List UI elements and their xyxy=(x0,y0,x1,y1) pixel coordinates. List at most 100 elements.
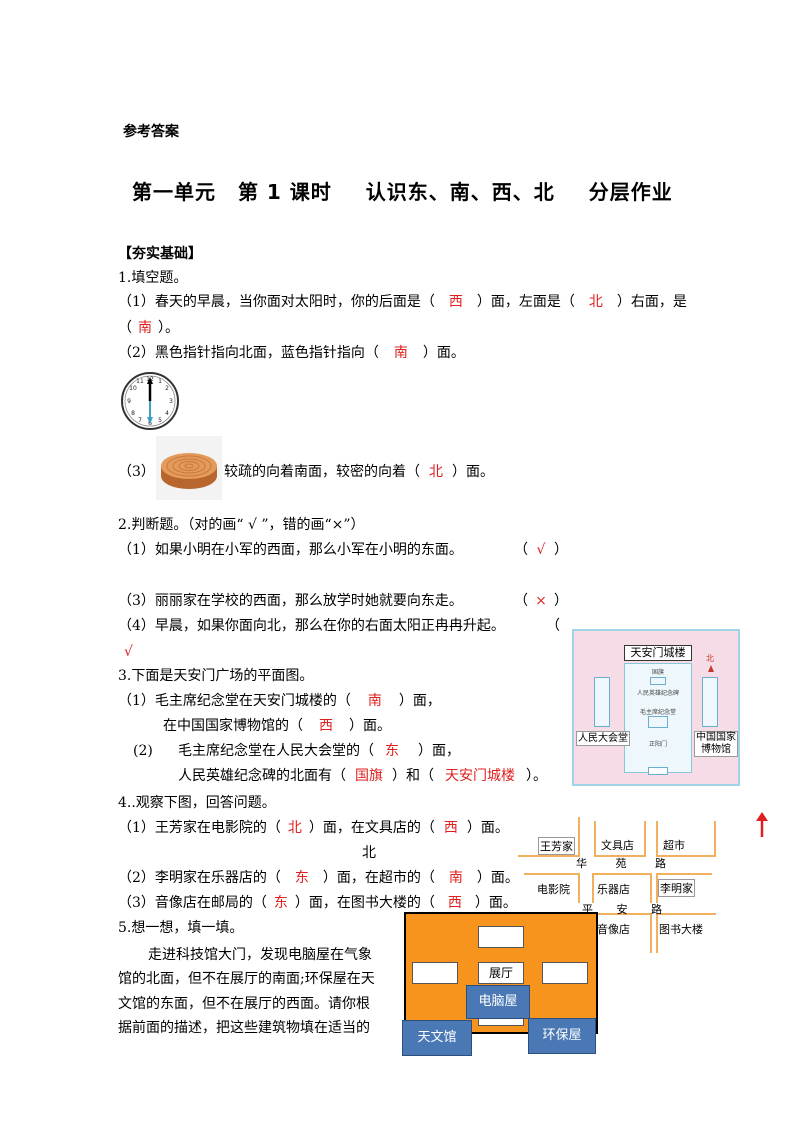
paren-left: （ xyxy=(514,593,528,609)
place-wangfang: 王芳家 xyxy=(538,837,575,855)
q3-p1-answer: 南 xyxy=(367,693,382,709)
q3-p2c-answer-2: 天安门城楼 xyxy=(445,768,515,784)
q3-p2c-text-c: ）。 xyxy=(526,768,547,784)
block-outline xyxy=(518,817,580,857)
q1-p1-answer-3: 南 xyxy=(138,320,152,336)
q3-p2c-answer-1: 国旗 xyxy=(355,768,383,784)
q4-p3: （3）音像店在邮局的（东）面，在图书大楼的（西）面。 xyxy=(118,893,517,913)
svg-text:3: 3 xyxy=(169,398,173,405)
section-basic: 【夯实基础】 xyxy=(118,246,202,262)
lesson-label: 第 1 课时 xyxy=(237,180,332,204)
block-outline xyxy=(592,873,652,903)
q3-p1-cont: 在中国国家博物馆的（ 西 ）面。 xyxy=(163,716,391,736)
computer-room: 电脑屋 xyxy=(466,985,530,1019)
block-outline xyxy=(656,913,716,953)
north-arrow-icon xyxy=(708,665,714,672)
q4-p3-text-a: （3）音像店在邮局的（ xyxy=(118,895,267,911)
road-huayuan: 华 苑 路 xyxy=(576,855,666,871)
q2-p3-answer: × xyxy=(535,593,547,609)
place-music: 乐器店 xyxy=(596,881,631,897)
map-museum-label: 中国国家 博物馆 xyxy=(694,731,738,757)
q3-p1c-answer: 西 xyxy=(319,718,333,734)
q4-p1-text-b: ）面，在文具店的（ xyxy=(308,820,435,836)
place-supermarket: 超市 xyxy=(662,837,686,853)
q1-p1-text-e: ）。 xyxy=(158,320,179,336)
q3-p1: （1）毛主席纪念堂在天安门城楼的（南）面， xyxy=(118,691,441,711)
svg-text:5: 5 xyxy=(158,417,162,424)
q3-p2-cont: 人民英雄纪念碑的北面有（ 国旗 ）和（ 天安门城楼 ）。 xyxy=(178,766,547,786)
qianmen-building xyxy=(648,767,668,775)
q1-p3: 较疏的向着南面，较密的向着（ 北 ）面。 xyxy=(224,462,494,482)
q4-p2-text-c: ）面。 xyxy=(476,870,519,886)
q4-p3-answer-1: 东 xyxy=(273,895,288,911)
map-north-label: 北 xyxy=(706,654,714,663)
road2-char: 安 xyxy=(616,903,628,916)
q3-p2: 毛主席纪念堂在人民大会堂的（东）面， xyxy=(178,741,460,761)
q1-p3-answer: 北 xyxy=(429,464,443,480)
answer-title: 参考答案 xyxy=(123,124,179,140)
flag-area xyxy=(650,677,666,685)
q3-p2c-text-b: ）和（ xyxy=(392,768,434,784)
q5-line-3: 文馆的东面，但不在展厅的西面。请你根 xyxy=(118,996,370,1012)
road1-char: 苑 xyxy=(615,857,627,870)
svg-text:7: 7 xyxy=(138,417,142,424)
block-outline xyxy=(656,821,716,857)
street-map: 王芳家 文具店 超市 华 苑 路 电影院 乐器店 李明家 平 安 路 音像店 图… xyxy=(516,817,720,957)
svg-text:11: 11 xyxy=(136,378,144,385)
q1-p3-text-b: 较疏的向着南面，较密的向着（ xyxy=(224,464,420,480)
q2-p3-answer-box: （ × ） xyxy=(514,591,568,611)
map-zhengyangmen-label: 正阳门 xyxy=(648,741,667,748)
svg-text:2: 2 xyxy=(165,385,169,392)
svg-text:1: 1 xyxy=(158,378,162,385)
hall-building xyxy=(594,677,610,727)
memorial-building xyxy=(648,716,668,728)
q5-line-1: 走进科技馆大门，发现电脑屋在气象 xyxy=(148,947,372,963)
q4-p1: （1）王芳家在电影院的（北）面，在文具店的（西）面。 xyxy=(118,818,509,838)
q2-p3: （3）丽丽家在学校的西面，那么放学时她就要向东走。 xyxy=(118,593,463,609)
q3-p2-text-b: ）面， xyxy=(418,743,460,759)
map-gate-label: 天安门城楼 xyxy=(624,645,692,661)
q3-p1-text-a: （1）毛主席纪念堂在天安门城楼的（ xyxy=(118,693,351,709)
svg-text:4: 4 xyxy=(165,410,169,417)
road2-char: 路 xyxy=(651,903,662,916)
q3-p1c-text-b: ）面。 xyxy=(349,718,391,734)
road1-char: 路 xyxy=(655,857,666,870)
road2-char: 平 xyxy=(582,903,593,916)
q4-p1-text-c: ）面。 xyxy=(466,820,509,836)
q1-p2-answer: 南 xyxy=(393,345,408,361)
map-flag-label: 国旗 xyxy=(651,669,664,676)
type-label: 分层作业 xyxy=(588,180,673,204)
q4-p3-text-b: ）面，在图书大楼的（ xyxy=(294,895,435,911)
q1-p1-answer-1: 西 xyxy=(448,294,463,310)
q1-p2-text-b: ）面。 xyxy=(422,345,465,361)
q4-north: 北 xyxy=(362,845,376,861)
q1-p3-text-c: ）面。 xyxy=(452,464,494,480)
q2-p4-paren: （ xyxy=(546,618,560,634)
q5-heading: 5.想一想，填一填。 xyxy=(118,920,244,936)
q1-p1-text-d: （ xyxy=(118,320,132,336)
q3-p2c-text-a: 人民英雄纪念碑的北面有（ xyxy=(178,768,346,784)
tree-stump-icon xyxy=(161,453,217,489)
q5-line-2: 馆的北面，但不在展厅的南面;环保屋在天 xyxy=(118,971,375,987)
q4-p1-answer-2: 西 xyxy=(443,820,458,836)
q3-p1c-text-a: 在中国国家博物馆的（ xyxy=(163,718,303,734)
q4-p1-text-a: （1）王芳家在电影院的（ xyxy=(118,820,281,836)
q3-p2-text-a: 毛主席纪念堂在人民大会堂的（ xyxy=(178,743,374,759)
q2-p1-answer: √ xyxy=(536,542,546,558)
museum-label-line1: 中国国家 xyxy=(696,732,736,743)
q1-p1-text-b: ）面，左面是（ xyxy=(476,294,575,310)
museum-diagram: 展厅 xyxy=(404,912,598,1034)
empty-slot-east xyxy=(542,962,588,984)
q1-p1-cont: （ 南 ）。 xyxy=(118,318,179,338)
q1-p2-text-a: （2）黑色指针指向北面，蓝色指针指向（ xyxy=(118,345,379,361)
q2-p4: （4）早晨，如果你面向北，那么在你的右面太阳正冉冉升起。 xyxy=(118,618,505,634)
topic-label: 认识东、南、西、北 xyxy=(365,180,555,204)
q2-heading: 2.判断题。（对的画“ √ ”，错的画“×”） xyxy=(118,517,365,533)
place-library: 图书大楼 xyxy=(658,921,704,937)
q4-p2-text-b: ）面，在超市的（ xyxy=(322,870,435,886)
red-north-arrow-icon xyxy=(756,812,768,837)
empty-slot-west xyxy=(412,962,458,984)
paren-right: ） xyxy=(554,593,568,609)
astronomy-hall: 天文馆 xyxy=(402,1020,472,1056)
q2-p1-answer-box: （√） xyxy=(514,540,568,560)
